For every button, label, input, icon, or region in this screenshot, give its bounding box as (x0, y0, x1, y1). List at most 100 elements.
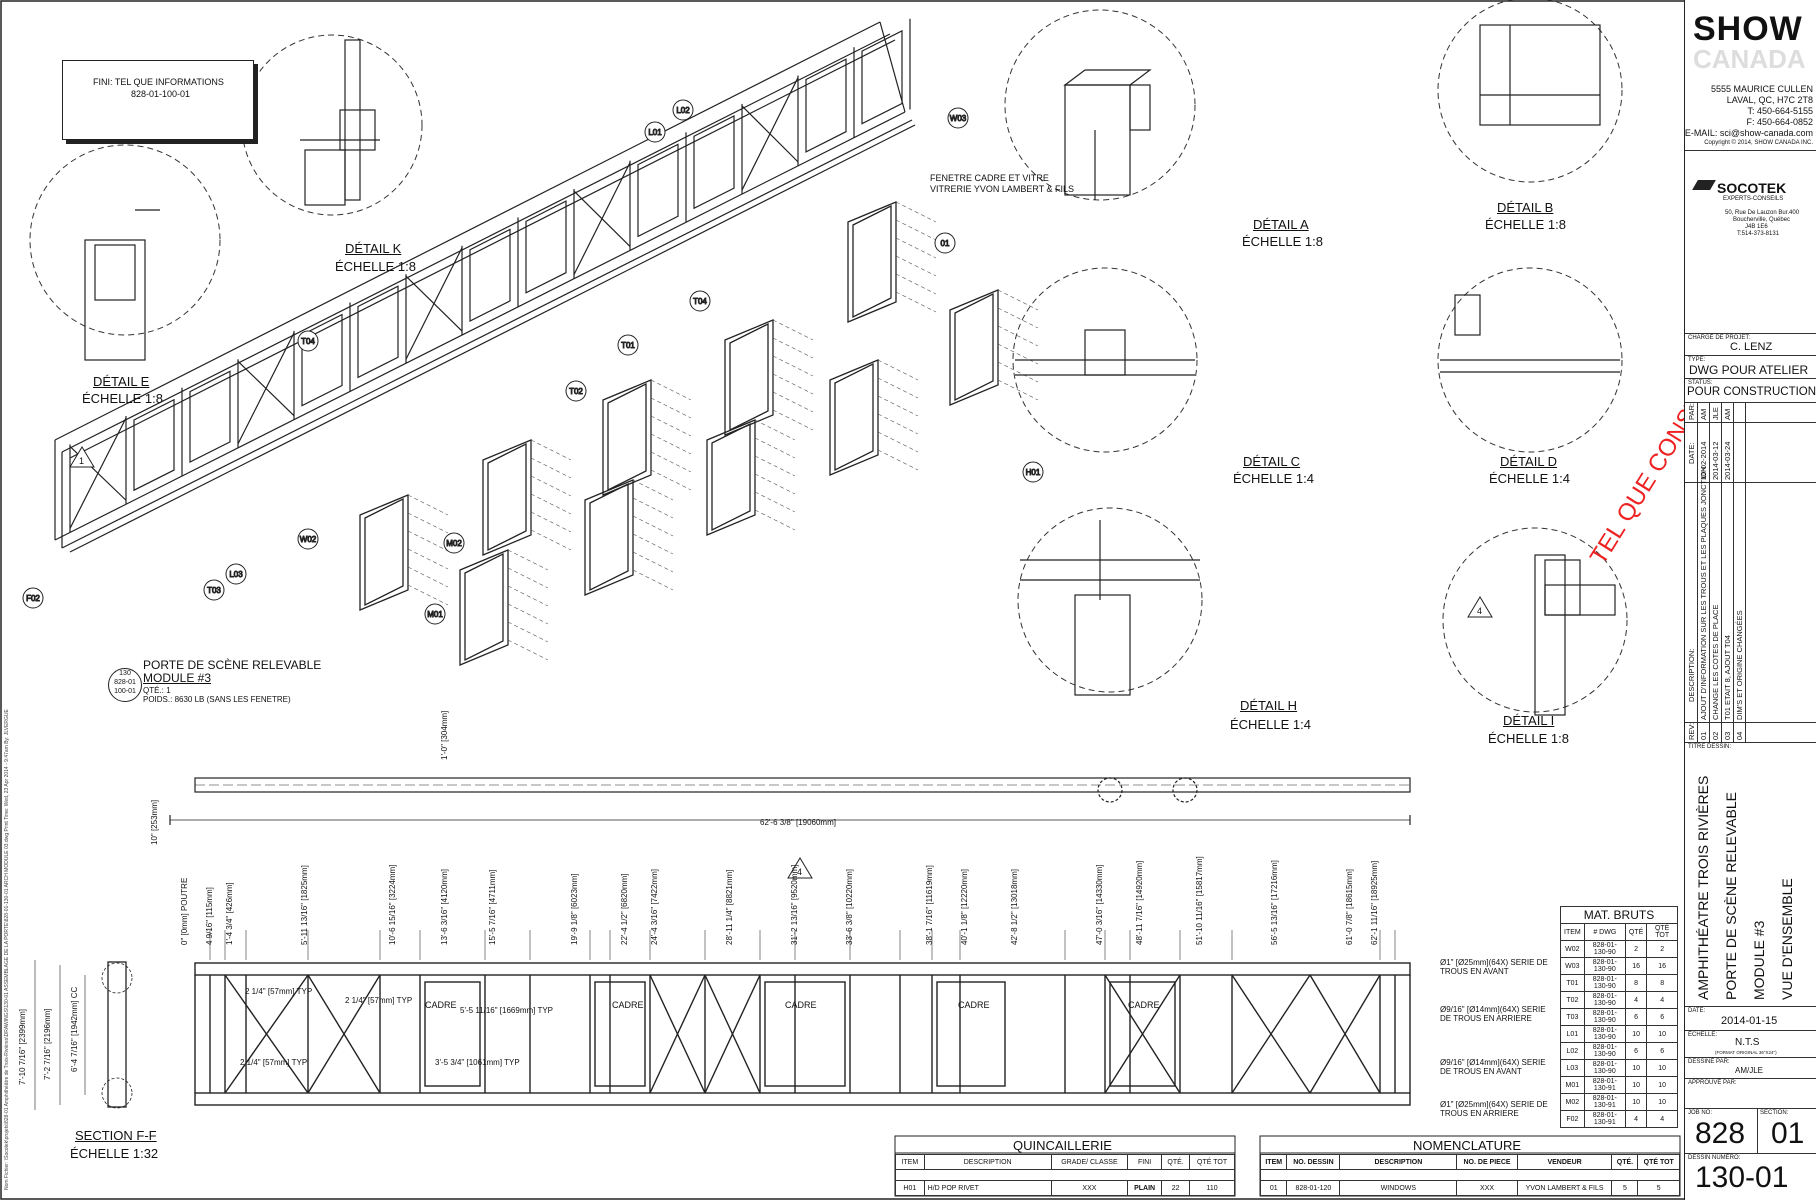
mat-bruts-cell: 828-01-130-90 (1583, 940, 1626, 958)
projection-line (530, 439, 572, 461)
exploded-window (359, 494, 409, 611)
socotek-addr3: J4B 1E6 (1745, 224, 1768, 230)
mat-bruts-cell: 10 (1646, 1076, 1678, 1094)
typ-note-3: 2 1/4" [57mm] TYP (240, 1058, 308, 1067)
n-col-piece: NO. DE PIECE (1456, 1154, 1518, 1170)
iso-window (805, 58, 847, 153)
socotek-name: SOCOTEK (1717, 180, 1787, 196)
projection-line (407, 512, 449, 534)
dimension-label: 4 9/16" [115mm] (205, 887, 214, 945)
revision-description: CHANGE LES COTES DE PLACE (1711, 604, 1720, 720)
dimension-label: 13'-6 3/16" [4120mm] (440, 869, 449, 945)
elev-diagonal (649, 974, 706, 1094)
mat-bruts-cell: 828-01-130-91 (1583, 1076, 1626, 1094)
mat-bruts-cell: 10 (1646, 1025, 1678, 1043)
projection-line (632, 551, 674, 573)
detail-e-circle (29, 144, 221, 336)
part-bubble (617, 334, 639, 356)
detail-d-scale: ÉCHELLE 1:4 (1489, 471, 1570, 486)
projection-line (754, 455, 796, 477)
revision-by: AM (1723, 408, 1732, 420)
finish-note-box: FINI: TEL QUE INFORMATIONS 828-01-100-01 (62, 60, 254, 140)
revision-date: 10-02-2014 (1699, 441, 1708, 480)
detail-h-scale: ÉCHELLE 1:4 (1230, 717, 1311, 732)
projection-line (507, 585, 549, 607)
nomenclature-table: ITEM NO. DESSIN DESCRIPTION NO. DE PIECE… (1259, 1154, 1680, 1196)
part-bubble (644, 121, 666, 143)
section-ff-title: SECTION F-F (75, 1128, 157, 1143)
projection-line (754, 419, 796, 441)
projection-line (997, 289, 1039, 311)
module-qty: QTÉ.: 1 (143, 686, 171, 695)
mat-bruts-cell: 6 (1646, 1008, 1678, 1026)
detail-c-title: DÉTAIL C (1243, 454, 1301, 469)
dessin-value: 130-01 (1695, 1161, 1789, 1194)
dimension-label: 38'-1 7/16" [11619mm] (925, 865, 934, 945)
revision-by: AM (1699, 408, 1708, 420)
module-title-line2: MODULE #3 (143, 671, 212, 685)
section-ff (34, 960, 133, 1110)
detail-b-circle (1437, 0, 1623, 183)
projection-line (407, 566, 449, 588)
part-bubble (672, 99, 694, 121)
module-title-line1: PORTE DE SCÈNE RELEVABLE (143, 658, 322, 672)
mat-bruts-cell: 828-01-130-90 (1583, 991, 1626, 1009)
dimension-label: 47'-0 3/16" [14330mm] (1095, 864, 1104, 945)
projection-line (632, 569, 674, 591)
module-bubble-top: 130 (119, 670, 131, 677)
socotek-addr2: Boucherville, Québec (1733, 217, 1791, 223)
projection-line (877, 359, 919, 381)
projection-line (877, 413, 919, 435)
detail-d-title: DÉTAIL D (1500, 454, 1558, 469)
projection-line (632, 497, 674, 519)
projection-line (772, 319, 814, 341)
overall-dimension: 62'-6 3/8" [19060mm] (760, 818, 836, 827)
n-col-dessin: NO. DESSIN (1286, 1154, 1341, 1170)
titre-line1: AMPHITHÉATRE TROIS RIVIÈRES (1695, 775, 1711, 1000)
q-row-grade: XXX (1050, 1180, 1129, 1196)
mat-col-qty: QTÉ (1624, 923, 1648, 941)
exploded-window-glass (711, 422, 751, 532)
window-width-dim: 3'-5 3/4" [1061mm] TYP (435, 1058, 520, 1067)
projection-line (754, 491, 796, 513)
projection-line (507, 549, 549, 571)
type-label: TYPE: (1688, 357, 1706, 363)
projection-line (650, 397, 692, 419)
projection-line (895, 237, 937, 259)
socotek-addr1: 50, Rue De Lauzon Bur.400 (1725, 210, 1800, 216)
n-row-qty: 5 (1611, 1180, 1639, 1196)
mat-col-dwg: # DWG (1583, 923, 1626, 941)
mat-bruts-cell: F02 (1560, 1110, 1585, 1128)
exploded-window (459, 549, 509, 666)
q-row-item: H01 (895, 1180, 925, 1196)
elev-window (764, 981, 846, 1087)
isometric-truss (54, 18, 916, 553)
finish-note-line2: 828-01-100-01 (131, 89, 191, 99)
revision-description: T01 ETAIT 8, AJOUT T04 (1723, 635, 1732, 720)
dimension-label: 28'-11 1/4" [8821mm] (725, 869, 734, 945)
rev-1-label: 1 (79, 456, 84, 466)
cadre-label: CADRE (958, 1000, 990, 1010)
mat-bruts-cell: 10 (1624, 1025, 1648, 1043)
part-bubble-label: W02 (300, 535, 317, 544)
iso-diagonal (405, 247, 463, 360)
detail-b-title: DÉTAIL B (1497, 200, 1554, 215)
mat-bruts-cell: T02 (1560, 991, 1585, 1009)
job-value: 828 (1695, 1117, 1746, 1150)
part-bubble-label: L03 (229, 570, 243, 579)
projection-line (997, 343, 1039, 365)
projection-line (407, 494, 449, 516)
approuve-label: APPROUVÉ PAR: (1688, 1080, 1737, 1086)
dimension-label: 15'-5 7/16" [4711mm] (488, 869, 497, 945)
projection-line (754, 509, 796, 531)
projection-line (507, 603, 549, 625)
fenetre-note-line2: VITRERIE YVON LAMBERT & FILS (930, 184, 1075, 194)
projection-line (754, 437, 796, 459)
mat-bruts-cell: 4 (1646, 991, 1678, 1009)
iso-window (301, 313, 343, 407)
dimension-label: 19'-9 1/8" [6023mm] (570, 873, 579, 945)
dimension-label: 51'-10 11/16" [15817mm] (1195, 856, 1204, 945)
